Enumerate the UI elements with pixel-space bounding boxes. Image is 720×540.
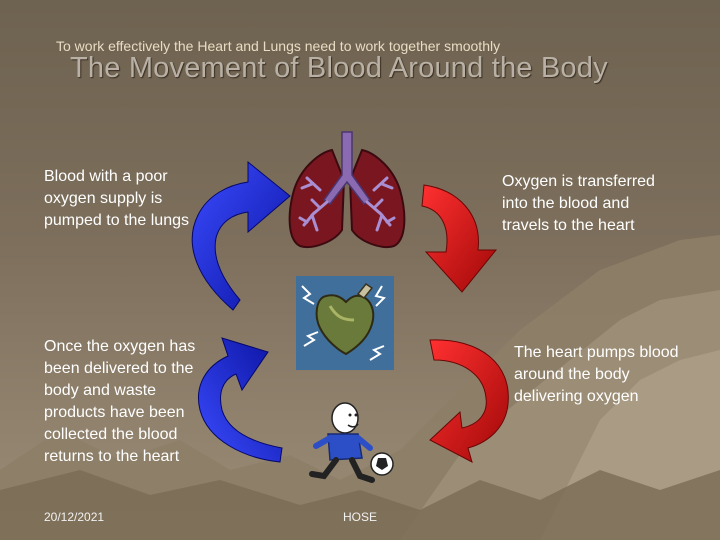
red-arrow-icon bbox=[429, 339, 509, 463]
caption-bottom-right: The heart pumps blood around the body de… bbox=[514, 344, 679, 405]
red-arrow-icon bbox=[421, 184, 498, 293]
caption-bottom-left: Once the oxygen has been delivered to th… bbox=[44, 338, 196, 465]
lungs-icon bbox=[288, 131, 406, 248]
blue-arrow-icon bbox=[191, 160, 291, 311]
soccer-player-icon bbox=[309, 402, 394, 483]
footer-text: HOSE bbox=[343, 510, 378, 524]
heart-icon bbox=[296, 276, 394, 370]
subtitle-text: To work effectively the Heart and Lungs … bbox=[56, 38, 501, 54]
footer-date: 20/12/2021 bbox=[44, 510, 105, 524]
caption-top-left: Blood with a poor oxygen supply is pumpe… bbox=[44, 168, 189, 229]
slide-title: The Movement of Blood Around the Body bbox=[70, 52, 608, 84]
caption-top-right: Oxygen is transferred into the blood and… bbox=[502, 173, 655, 234]
blue-arrow-icon bbox=[198, 337, 283, 463]
